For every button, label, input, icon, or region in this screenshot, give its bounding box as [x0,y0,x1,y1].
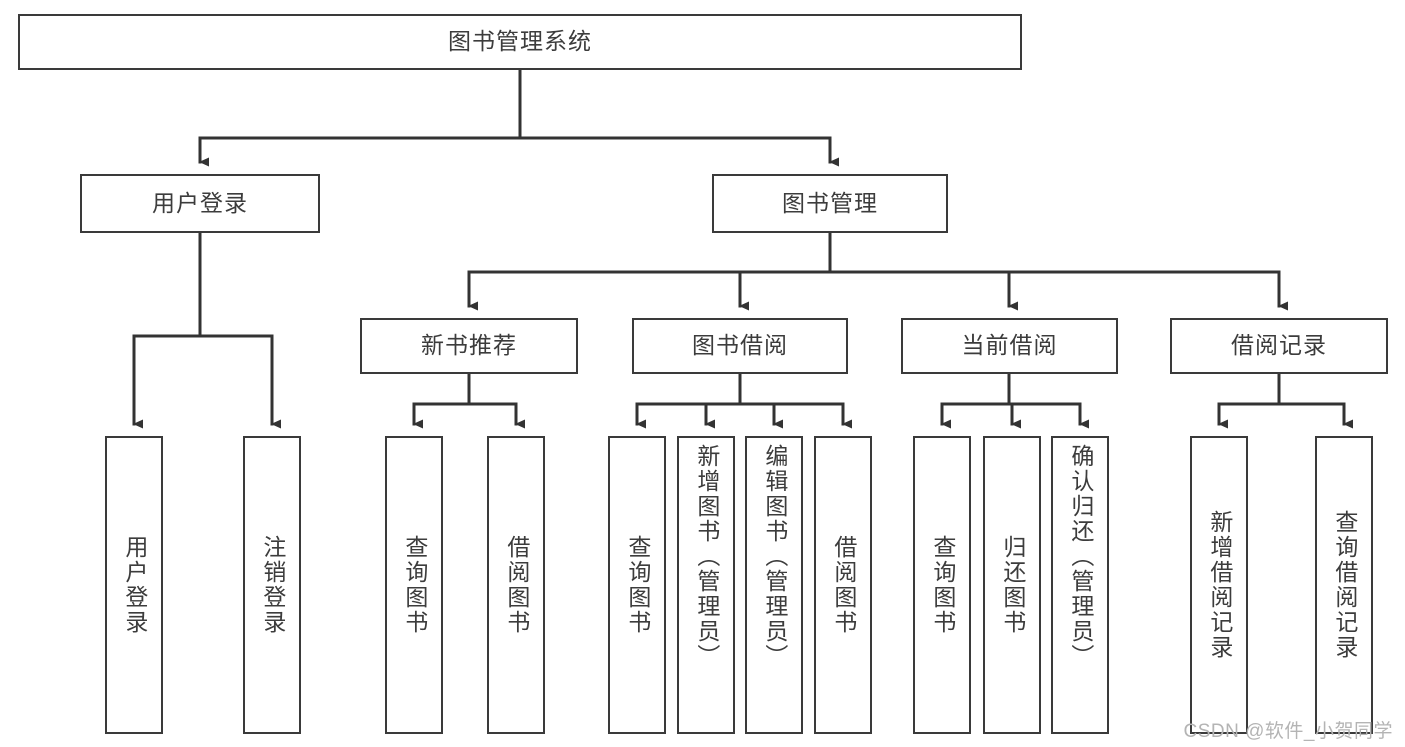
node-leaf-return-book[interactable]: 归还图书 [983,436,1041,734]
node-leaf-confirm-return-admin-label: 确认归还（管理员） [1067,444,1094,669]
node-leaf-query-borrow-record[interactable]: 查询借阅记录 [1315,436,1373,734]
node-leaf-user-logout[interactable]: 注销登录 [243,436,301,734]
node-leaf-query-borrow-record-label: 查询借阅记录 [1331,510,1358,660]
node-current-borrow-label: 当前借阅 [961,332,1058,359]
node-leaf-borrow-book-1-label: 借阅图书 [503,535,530,635]
node-leaf-query-book-2[interactable]: 查询图书 [608,436,666,734]
node-leaf-add-borrow-record[interactable]: 新增借阅记录 [1190,436,1248,734]
node-borrow-record[interactable]: 借阅记录 [1170,318,1388,374]
node-leaf-user-login-label: 用户登录 [121,535,148,635]
node-new-book-recommend-label: 新书推荐 [421,332,517,359]
node-leaf-edit-book-admin[interactable]: 编辑图书（管理员） [745,436,803,734]
node-leaf-return-book-label: 归还图书 [999,535,1026,635]
node-user-login-label: 用户登录 [152,189,248,216]
node-leaf-confirm-return-admin[interactable]: 确认归还（管理员） [1051,436,1109,734]
node-leaf-borrow-book-2-label: 借阅图书 [830,535,857,635]
node-leaf-add-book-admin-label: 新增图书（管理员） [693,444,720,669]
node-user-login[interactable]: 用户登录 [80,174,320,233]
node-leaf-edit-book-admin-label: 编辑图书（管理员） [761,444,788,669]
node-leaf-borrow-book-2[interactable]: 借阅图书 [814,436,872,734]
node-leaf-add-borrow-record-label: 新增借阅记录 [1206,510,1233,660]
node-current-borrow[interactable]: 当前借阅 [901,318,1118,374]
node-leaf-query-book-3[interactable]: 查询图书 [913,436,971,734]
node-root-label: 图书管理系统 [448,28,592,55]
node-book-manage[interactable]: 图书管理 [712,174,948,233]
node-leaf-user-logout-label: 注销登录 [259,535,286,635]
node-leaf-user-login[interactable]: 用户登录 [105,436,163,734]
watermark-credit: CSDN @软件_小贺同学 [1183,721,1393,742]
node-leaf-query-book-2-label: 查询图书 [624,535,651,635]
node-new-book-recommend[interactable]: 新书推荐 [360,318,578,374]
node-book-borrow-label: 图书借阅 [692,332,788,359]
node-leaf-query-book-1[interactable]: 查询图书 [385,436,443,734]
node-leaf-borrow-book-1[interactable]: 借阅图书 [487,436,545,734]
node-root[interactable]: 图书管理系统 [18,14,1022,70]
node-leaf-query-book-1-label: 查询图书 [401,535,428,635]
node-book-borrow[interactable]: 图书借阅 [632,318,848,374]
node-book-manage-label: 图书管理 [782,189,878,216]
node-leaf-add-book-admin[interactable]: 新增图书（管理员） [677,436,735,734]
node-borrow-record-label: 借阅记录 [1231,332,1327,359]
node-leaf-query-book-3-label: 查询图书 [929,535,956,635]
